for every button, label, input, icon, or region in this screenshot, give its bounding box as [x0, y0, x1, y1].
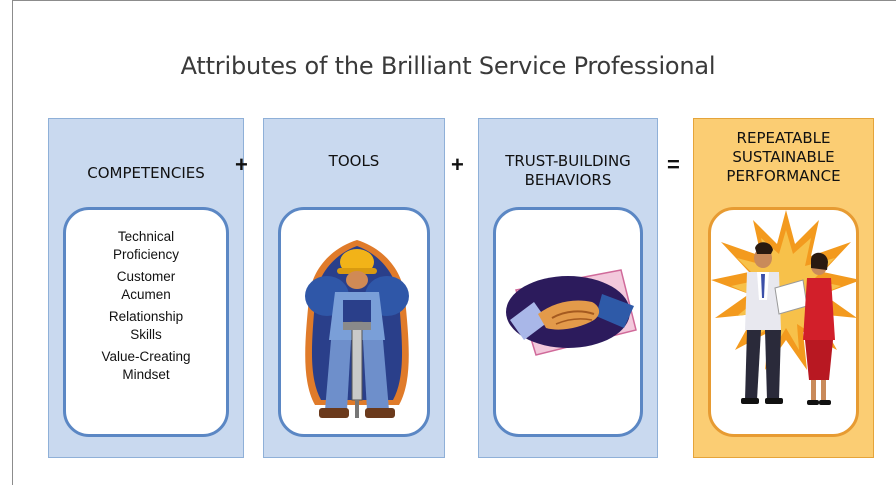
business-people-icon [711, 210, 856, 405]
slide-frame [12, 0, 896, 485]
tools-card [278, 207, 430, 437]
tools-panel: TOOLS [263, 118, 445, 458]
plus-operator: + [451, 152, 464, 177]
competencies-heading: COMPETENCIES [87, 164, 205, 182]
tools-heading: TOOLS [328, 152, 380, 170]
slide-title: Attributes of the Brilliant Service Prof… [180, 52, 716, 80]
trust-building-card [493, 207, 643, 437]
equals-operator: = [667, 152, 680, 177]
performance-card [708, 207, 859, 437]
plus-operator: + [235, 152, 248, 177]
construction-worker-icon [305, 240, 409, 418]
handshake-icon [506, 269, 637, 356]
